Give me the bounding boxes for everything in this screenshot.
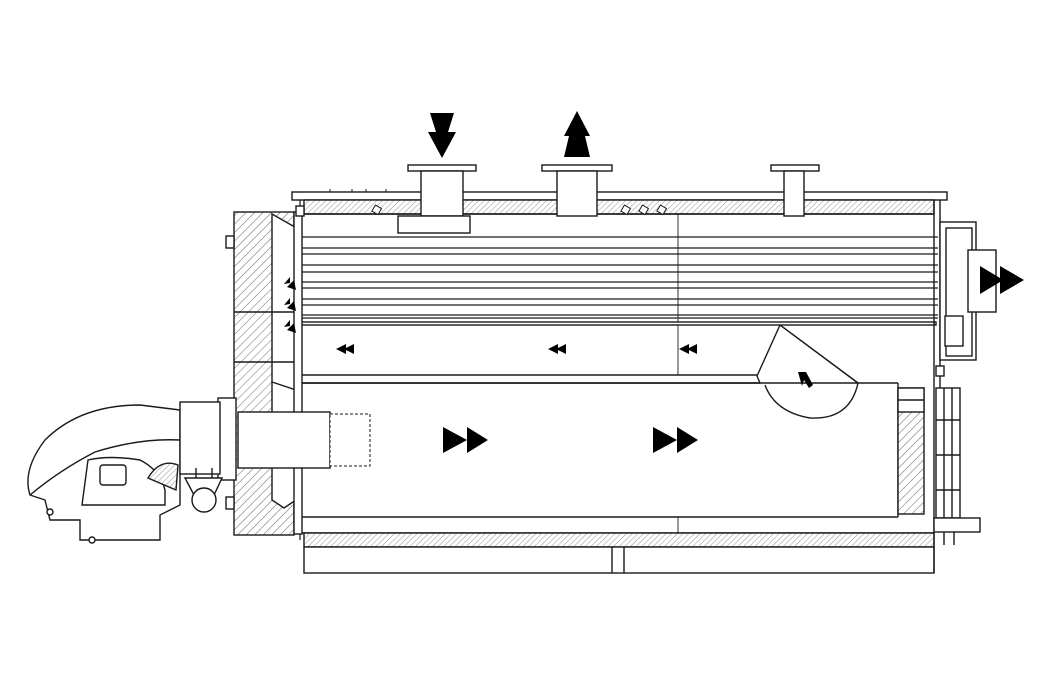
tube-pass-arrow-1 [284,277,296,290]
burner-blast-tube [217,397,371,481]
smoke-tubes [302,214,938,322]
burner [27,401,224,544]
outlet-nozzle [541,164,613,217]
return-flow-arrow-1 [336,344,354,354]
return-flow-arrow-3 [679,344,697,354]
inlet-nozzle [397,164,477,234]
front-door [225,205,305,536]
top-ticks [329,189,387,192]
small-nozzle [770,164,820,217]
rear-end [933,200,997,573]
second-pass-chamber [299,321,937,384]
turn-flow-arrow [798,372,813,388]
water-inlet-arrow [428,113,456,158]
tube-pass-arrow-2 [284,298,296,311]
stay-marks [371,204,668,216]
shell-top [291,191,948,540]
return-flow-arrow-2 [548,344,566,354]
shell-bottom [303,532,935,574]
flue-exhaust-arrow [980,266,1024,294]
reversing-chamber [756,324,859,419]
tube-pass-arrow-3 [284,320,296,333]
furnace-flow-arrow-1 [443,427,488,453]
rear-plug [897,387,925,515]
furnace-flow-arrow-2 [653,427,698,453]
water-outlet-arrow [564,111,590,157]
